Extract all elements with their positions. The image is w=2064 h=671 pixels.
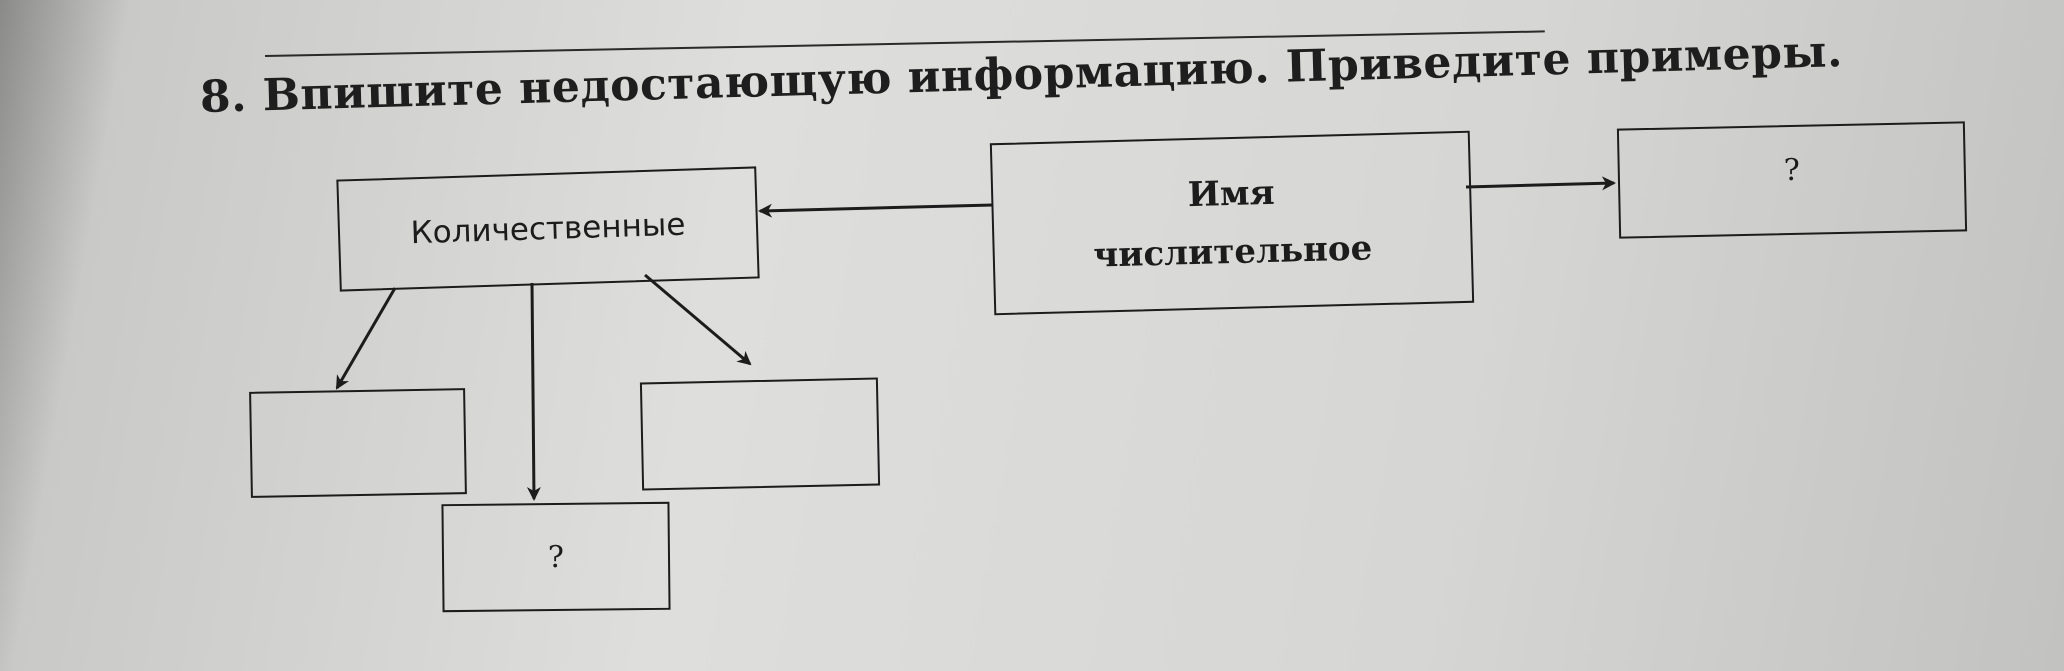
numeral-box: Имя числительное: [989, 130, 1475, 316]
unknown-category-box[interactable]: ?: [1616, 121, 1968, 239]
arrow-left-to-bottom-left: [335, 287, 397, 390]
arrow-center-to-right: [1465, 176, 1616, 191]
unknown-category-mark: ?: [1783, 152, 1801, 189]
arrow-center-to-left: [758, 203, 994, 218]
numeral-box-line1: Имя: [1187, 172, 1276, 216]
answer-box-bottom-center[interactable]: ?: [441, 501, 671, 613]
answer-box-bottom-right[interactable]: [639, 377, 881, 491]
quantitative-box: Количественные: [336, 166, 760, 292]
numeral-box-line2: числительное: [1092, 228, 1373, 276]
arrow-left-to-bottom-right: [644, 273, 752, 366]
answer-box-bottom-left[interactable]: [249, 388, 467, 498]
answer-box-bottom-center-mark: ?: [547, 539, 565, 575]
arrow-left-to-bottom-center: [526, 282, 541, 501]
quantitative-box-label: Количественные: [410, 206, 686, 252]
